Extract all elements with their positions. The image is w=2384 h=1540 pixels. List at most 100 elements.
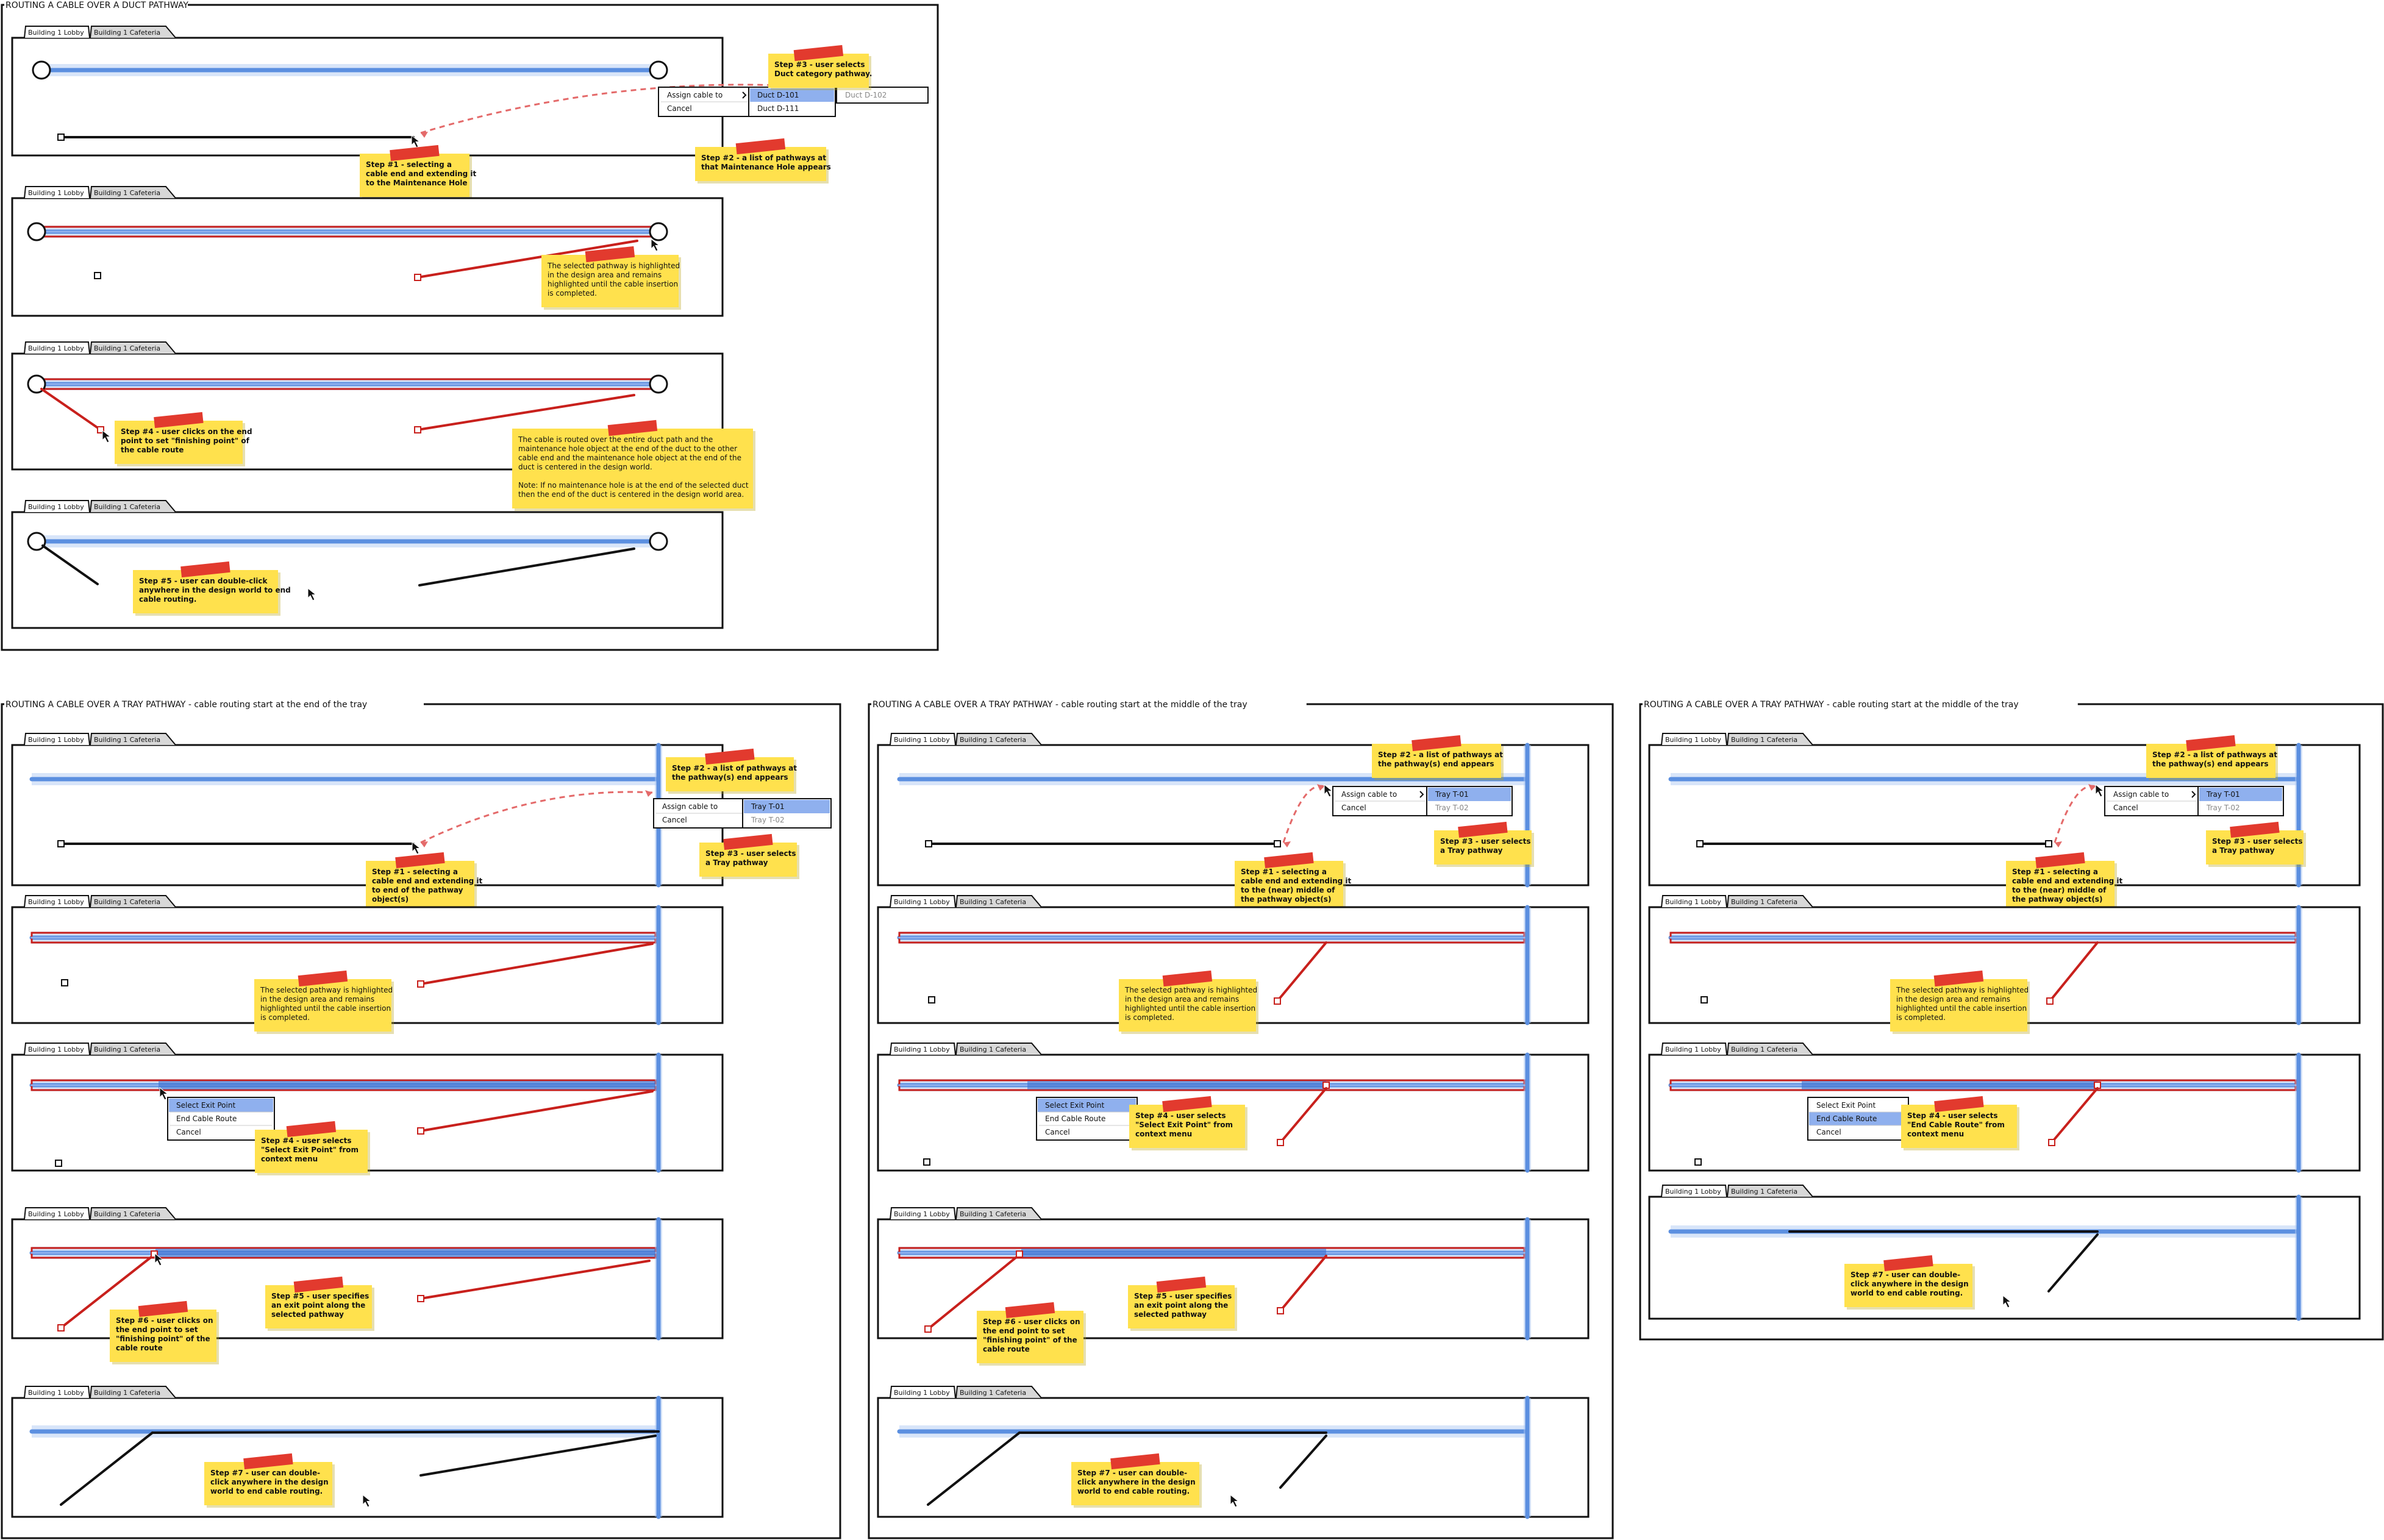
tab-building-1-lobby[interactable] (1661, 733, 1727, 746)
submenu-item[interactable]: Tray T-02 (751, 816, 785, 824)
tab-building-1-lobby[interactable] (1661, 1043, 1727, 1055)
tab-building-1-cafeteria[interactable] (90, 1043, 176, 1055)
cable-end-point[interactable] (924, 1325, 932, 1333)
menu-item[interactable]: Cancel (2107, 800, 2197, 812)
cable-end-point[interactable] (1694, 1158, 1702, 1166)
tab-building-1-cafeteria[interactable] (90, 895, 176, 908)
tab-building-1-cafeteria[interactable] (955, 1386, 1042, 1399)
cable-end-point[interactable] (1277, 1307, 1284, 1314)
tab-building-1-cafeteria[interactable] (90, 186, 176, 199)
maintenance-hole[interactable] (32, 60, 51, 80)
submenu-item-label[interactable]: Tray T-02 (2206, 804, 2240, 812)
submenu-item-label[interactable]: Duct D-101 (757, 91, 799, 99)
tab-building-1-lobby[interactable] (890, 1043, 956, 1055)
menu-item-label[interactable]: Cancel (662, 816, 687, 824)
submenu-item[interactable]: Duct D-111 (757, 104, 799, 113)
tab-building-1-lobby[interactable] (1661, 1185, 1727, 1197)
submenu-item[interactable]: Tray T-02 (2206, 804, 2240, 812)
submenu-item-label[interactable]: Duct D-111 (757, 104, 799, 113)
maintenance-hole[interactable] (649, 374, 668, 394)
tab-building-1-lobby[interactable] (24, 341, 90, 354)
cable-end-point[interactable] (2048, 1139, 2055, 1146)
tab-building-1-lobby[interactable] (890, 1207, 956, 1220)
tab-building-1-lobby[interactable] (24, 895, 90, 908)
cable-end-point[interactable] (928, 996, 935, 1003)
submenu-item[interactable]: Duct D-101 (750, 88, 834, 102)
cable-end-point[interactable] (1696, 840, 1704, 847)
menu-item-label[interactable]: End Cable Route (176, 1114, 237, 1123)
cable-end-point[interactable] (55, 1160, 62, 1167)
cable-end-point[interactable] (417, 1127, 424, 1135)
tab-building-1-cafeteria[interactable] (90, 733, 176, 746)
menu-item[interactable]: Assign cable to (667, 91, 747, 99)
tab-building-1-cafeteria[interactable] (90, 341, 176, 354)
submenu-item[interactable]: Tray T-02 (1435, 804, 1469, 812)
submenu-item-label[interactable]: Tray T-02 (1435, 804, 1469, 812)
menu-item-label[interactable]: Select Exit Point (1816, 1101, 1875, 1110)
tab-building-1-lobby[interactable] (24, 1043, 90, 1055)
cable-end-point[interactable] (417, 1295, 424, 1302)
cable-end-point[interactable] (1277, 1139, 1284, 1146)
tab-building-1-lobby[interactable] (24, 733, 90, 746)
menu-item-label[interactable]: Cancel (1341, 804, 1366, 812)
menu-item-label[interactable]: Assign cable to (667, 91, 723, 99)
cable-end-point[interactable] (1274, 997, 1281, 1005)
menu-item[interactable]: Assign cable to (2113, 790, 2196, 799)
cable-end-point[interactable] (2046, 997, 2054, 1005)
tab-building-1-lobby[interactable] (24, 26, 90, 38)
cable-end-point[interactable] (57, 134, 65, 141)
submenu-item-label[interactable]: Tray T-02 (751, 816, 785, 824)
cable-end-point[interactable] (2045, 840, 2052, 847)
tab-building-1-cafeteria[interactable] (90, 1386, 176, 1399)
menu-item[interactable]: Cancel (1810, 1125, 1907, 1136)
menu-item-label[interactable]: Assign cable to (1341, 790, 1397, 799)
menu-item[interactable]: Cancel (1038, 1125, 1135, 1136)
menu-item[interactable]: End Cable Route (170, 1111, 273, 1123)
menu-item-label[interactable]: Assign cable to (662, 802, 718, 811)
menu-item-label[interactable]: Cancel (667, 104, 692, 113)
menu-item[interactable]: Assign cable to (1341, 790, 1424, 799)
cable-end-point[interactable] (57, 840, 65, 847)
maintenance-hole[interactable] (649, 222, 668, 241)
menu-item-label[interactable]: Cancel (1816, 1128, 1841, 1136)
cable-end-point[interactable] (151, 1250, 158, 1258)
cable-end-point[interactable] (414, 426, 421, 433)
maintenance-hole[interactable] (27, 222, 46, 241)
menu-item[interactable]: Cancel (655, 813, 743, 824)
cable-end-point[interactable] (417, 980, 424, 988)
maintenance-hole[interactable] (649, 60, 668, 80)
cable-end-point[interactable] (1701, 996, 1708, 1003)
menu-item[interactable]: End Cable Route (1809, 1111, 1907, 1125)
menu-item-label[interactable]: End Cable Route (1816, 1114, 1877, 1123)
tab-building-1-cafeteria[interactable] (955, 733, 1042, 746)
cable-end-point[interactable] (925, 840, 932, 847)
tab-building-1-lobby[interactable] (890, 1386, 956, 1399)
menu-item-label[interactable]: End Cable Route (1045, 1114, 1105, 1123)
menu-item-label[interactable]: Cancel (1045, 1128, 1070, 1136)
submenu-item-label[interactable]: Tray T-01 (1435, 790, 1469, 799)
tab-building-1-cafeteria[interactable] (1727, 733, 1813, 746)
menu-item[interactable]: Select Exit Point (1816, 1101, 1875, 1110)
maintenance-hole[interactable] (649, 532, 668, 551)
cable-end-point[interactable] (1274, 840, 1281, 847)
tab-building-1-cafeteria[interactable] (955, 1207, 1042, 1220)
tab-building-1-cafeteria[interactable] (1727, 1043, 1813, 1055)
tab-building-1-lobby[interactable] (890, 733, 956, 746)
cable-end-point[interactable] (57, 1324, 65, 1331)
tab-building-1-cafeteria[interactable] (90, 500, 176, 513)
menu-item[interactable]: Select Exit Point (169, 1099, 273, 1112)
cable-end-point[interactable] (414, 274, 421, 281)
menu-item[interactable]: End Cable Route (1038, 1111, 1135, 1123)
tab-building-1-lobby[interactable] (890, 895, 956, 908)
menu-item[interactable]: Cancel (660, 101, 748, 113)
menu-item-label[interactable]: Cancel (176, 1128, 201, 1136)
menu-item[interactable]: Cancel (170, 1125, 273, 1136)
cable-end-point[interactable] (97, 426, 104, 433)
menu-item[interactable]: Select Exit Point (1038, 1099, 1136, 1112)
tab-building-1-cafeteria[interactable] (1727, 895, 1813, 908)
submenu-item[interactable]: Tray T-01 (744, 800, 830, 813)
menu-item-label[interactable]: Select Exit Point (1045, 1101, 1104, 1110)
submenu-item-label[interactable]: Duct D-102 (845, 91, 887, 99)
menu-item-label[interactable]: Assign cable to (2113, 790, 2169, 799)
tab-building-1-lobby[interactable] (24, 186, 90, 199)
